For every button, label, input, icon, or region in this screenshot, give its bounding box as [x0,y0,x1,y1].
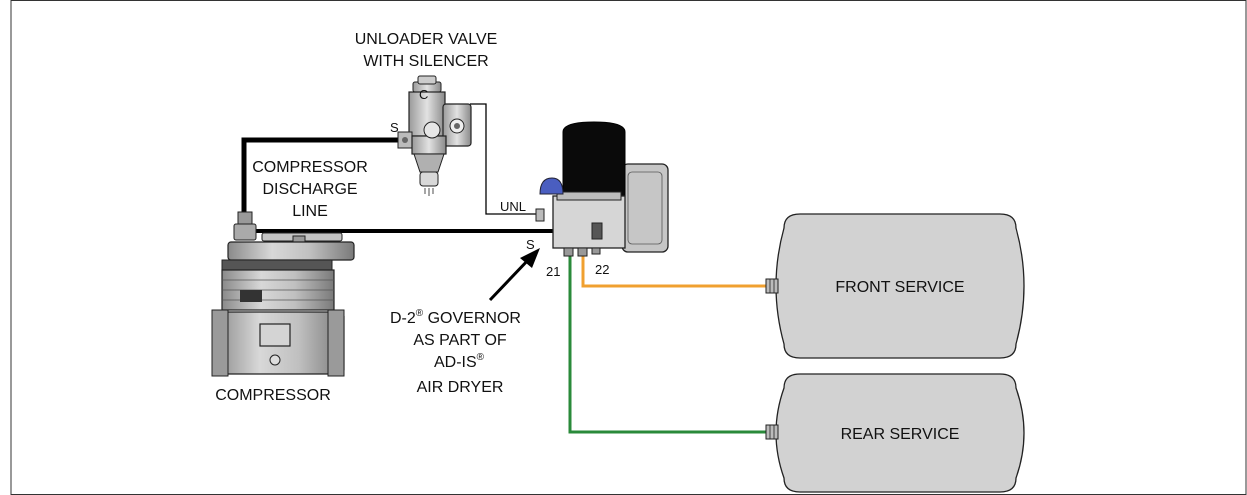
front-service-tank: FRONT SERVICE [765,213,1025,359]
governor-label-line3: AD-IS® [434,352,485,371]
discharge-line [241,137,410,214]
compressor-label: COMPRESSOR [215,387,331,404]
governor-label-line4: AIR DRYER [417,379,504,396]
front-service-line [581,254,768,288]
unloader-control-line [470,103,540,215]
dryer-model: AD-IS [434,354,477,371]
dryer-cartridge [562,121,626,213]
rear-service-tank: REAR SERVICE [765,373,1025,493]
rear-service-label: REAR SERVICE [841,426,960,443]
purge-cap-icon [539,177,564,195]
port-unl-label: UNL [500,199,526,214]
port-c-label: C [419,87,428,102]
registered-mark: ® [416,308,424,319]
arrowhead-icon [520,248,540,268]
unloader-label-line2: WITH SILENCER [363,53,488,70]
air-dryer [535,121,669,257]
governor-pointer-arrow [488,256,532,302]
governor-label-line1: D-2® GOVERNOR [390,308,521,327]
front-service-label: FRONT SERVICE [835,279,964,296]
port-21-label: 21 [546,264,560,279]
discharge-label-line3: LINE [292,203,328,220]
unloader-label-line1: UNLOADER VALVE [355,31,498,48]
governor-label-line2: AS PART OF [413,332,507,349]
port-22-label: 22 [595,262,609,277]
governor-model: D-2 [390,310,416,327]
port-s-governor-label: S [526,237,535,252]
governor-word: GOVERNOR [423,310,521,327]
compressor [211,211,355,377]
unloader-valve [397,75,472,196]
discharge-label-line2: DISCHARGE [262,181,357,198]
discharge-label-line1: COMPRESSOR [252,159,368,176]
port-s-unloader-label: S [390,120,399,135]
registered-mark: ® [477,352,485,363]
silencer-icon [413,153,445,173]
rear-service-line [568,254,768,434]
